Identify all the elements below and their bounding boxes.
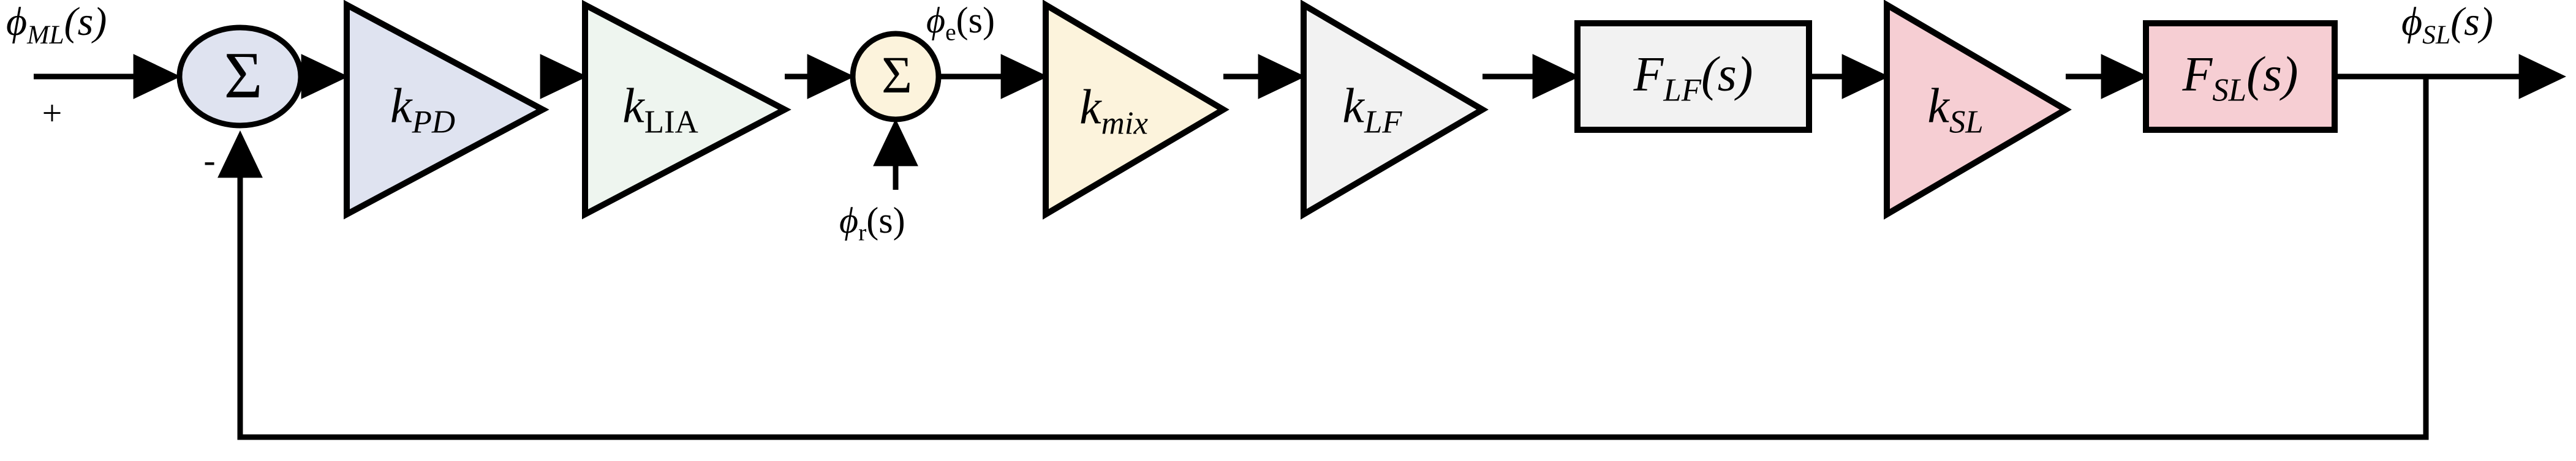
signal-label-error: ϕe(s) [926, 2, 995, 45]
k-lf-gain-label: kLF [1342, 82, 1402, 139]
k-lia-sub: LIA [644, 104, 698, 140]
k-sl-gain-label: kSL [1927, 82, 1983, 139]
k-pd-sub: PD [412, 104, 455, 140]
signal-error-arg: (s) [956, 0, 995, 40]
k-pd-base: k [390, 79, 412, 133]
f-sl-filter-shape [2143, 20, 2338, 133]
k-mix-gain-shape [1043, 0, 1229, 220]
signal-ref-arg: (s) [866, 200, 905, 241]
signal-ref-sub: r [858, 219, 867, 246]
wire-feedback-loop [217, 77, 2429, 440]
summing-junction-1-sigma: Σ [224, 39, 263, 112]
k-mix-sub: mix [1101, 105, 1148, 141]
f-sl-base: F [2182, 47, 2213, 102]
f-sl-sub: SL [2212, 72, 2247, 108]
sum1-plus-sign: + [42, 93, 62, 133]
f-lf-arg: (s) [1701, 47, 1753, 102]
signal-output-base: ϕ [2401, 0, 2423, 44]
k-lia-gain-label: kLIA [622, 82, 698, 139]
k-lf-gain-shape [1301, 0, 1489, 220]
signal-error-base: ϕ [926, 0, 946, 40]
summing-junction-2-shape [850, 31, 942, 122]
signal-ref-base: ϕ [839, 200, 859, 241]
k-lf-sub: LF [1364, 104, 1402, 140]
f-sl-filter-label: FSL(s) [2182, 50, 2298, 107]
signal-label-reference: ϕr(s) [839, 202, 905, 245]
k-lia-gain-shape [582, 0, 791, 220]
k-lf-base: k [1342, 79, 1364, 133]
signal-label-input: ϕML(s) [6, 2, 107, 49]
k-mix-base: k [1079, 80, 1101, 135]
k-sl-sub: SL [1949, 104, 1984, 140]
signal-input-base: ϕ [6, 0, 28, 44]
k-sl-base: k [1927, 79, 1949, 133]
f-sl-arg: (s) [2246, 47, 2298, 102]
signal-output-sub: SL [2422, 20, 2451, 50]
k-pd-gain-shape [344, 0, 550, 220]
summing-junction-1-shape [176, 24, 304, 129]
k-pd-gain-label: kPD [390, 82, 455, 139]
f-lf-filter-label: FLF(s) [1634, 50, 1753, 107]
f-lf-sub: LF [1663, 72, 1702, 108]
k-mix-gain-label: kmix [1079, 83, 1148, 140]
signal-input-sub: ML [27, 20, 64, 50]
sum1-minus-sign: - [203, 140, 216, 180]
f-lf-filter-shape [1574, 20, 1812, 133]
k-sl-gain-shape [1884, 0, 2072, 220]
f-lf-base: F [1633, 47, 1664, 102]
signal-input-arg: (s) [64, 0, 107, 44]
summing-junction-2-sigma: Σ [881, 45, 913, 104]
k-lia-base: k [622, 79, 644, 133]
signal-label-output: ϕSL(s) [2401, 2, 2493, 49]
signal-output-arg: (s) [2450, 0, 2493, 44]
signal-error-sub: e [945, 18, 956, 46]
